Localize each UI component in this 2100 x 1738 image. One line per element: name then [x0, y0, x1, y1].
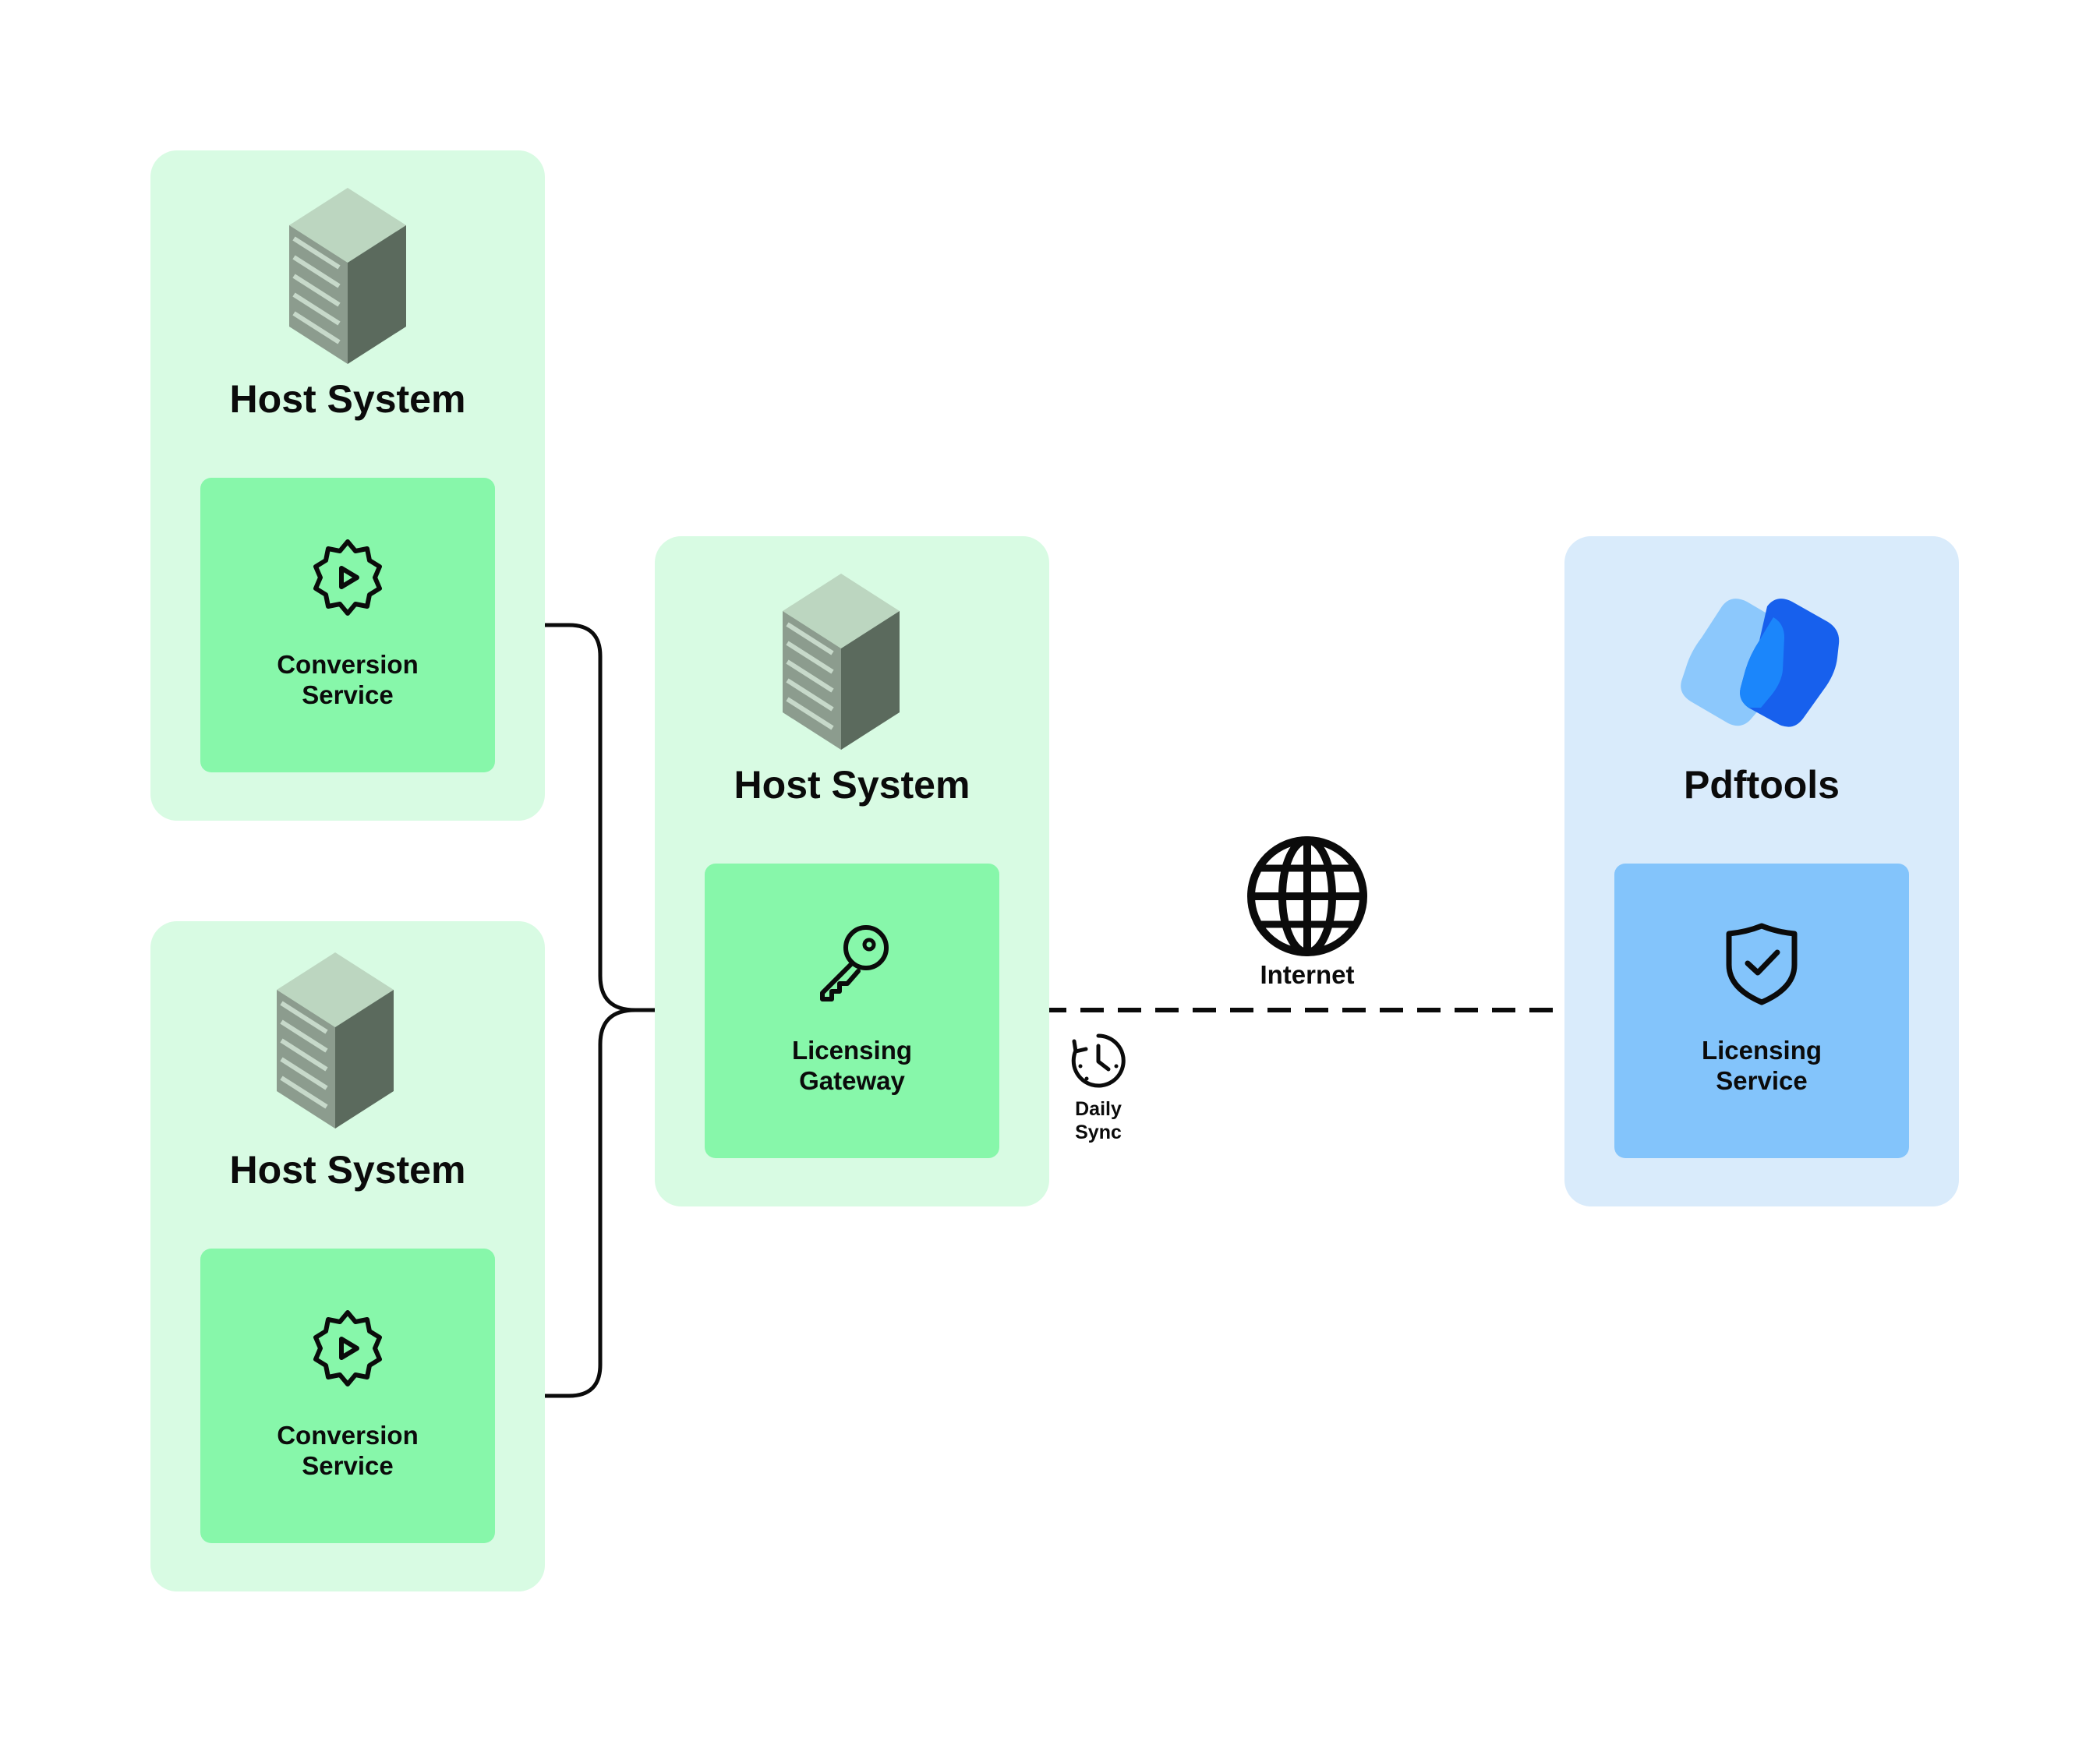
conversion-service-box[interactable]: Conversion Service	[200, 1249, 495, 1543]
licensing-service-box[interactable]: Licensing Service	[1614, 864, 1909, 1158]
gear-play-icon	[313, 539, 382, 616]
connector-bottom	[496, 1008, 636, 1398]
pdftools-panel: Pdftools Licensing Service	[1564, 536, 1959, 1206]
daily-sync-label: Daily Sync	[1075, 1098, 1122, 1143]
host-panel-left-bottom: Host System Conversion Service	[150, 921, 545, 1591]
globe-icon	[1247, 836, 1367, 956]
gear-play-icon	[313, 1310, 382, 1387]
key-icon	[820, 925, 889, 1001]
pdftools-logo	[1681, 599, 1840, 727]
host-panel-center: Host System Licensing Gateway	[655, 536, 1049, 1206]
licensing-gateway-box[interactable]: Licensing Gateway	[705, 864, 999, 1158]
internet-label: Internet	[1260, 960, 1355, 989]
host-title: Host System	[229, 1148, 466, 1192]
server-icon	[783, 574, 900, 750]
connector-top	[496, 623, 703, 1012]
service-label: Licensing Gateway	[791, 1036, 913, 1095]
vendor-title: Pdftools	[1684, 763, 1840, 807]
service-label: Conversion Service	[277, 650, 419, 709]
service-label: Licensing Service	[1701, 1036, 1822, 1095]
host-title: Host System	[734, 763, 970, 807]
conversion-service-box[interactable]: Conversion Service	[200, 478, 495, 772]
host-panel-left-top: Host System Conversion Service	[150, 150, 545, 821]
server-icon	[277, 952, 394, 1129]
clock-history-icon	[1071, 1033, 1126, 1088]
service-label: Conversion Service	[277, 1421, 419, 1480]
server-icon	[289, 188, 406, 364]
host-title: Host System	[229, 377, 466, 421]
shield-check-icon	[1726, 923, 1798, 1005]
